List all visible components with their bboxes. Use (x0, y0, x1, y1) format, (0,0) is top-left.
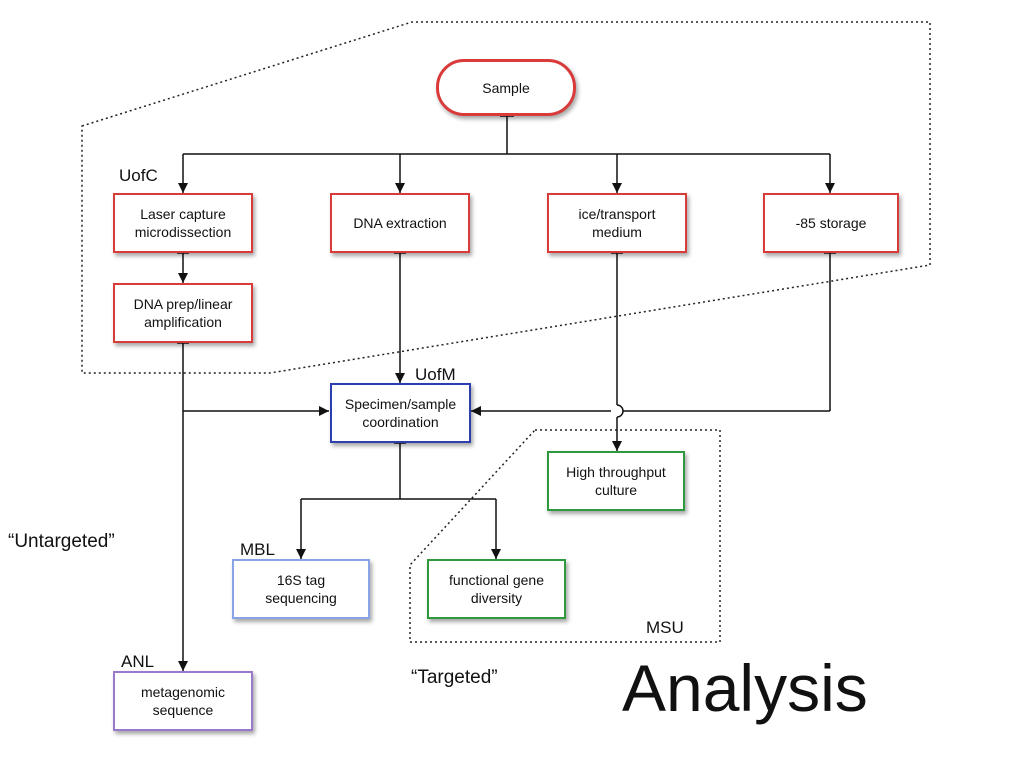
node-dna-extraction-label: DNA extraction (353, 215, 447, 231)
node-culture: High throughput culture (547, 451, 685, 511)
node-laser-capture-label: Laser capture microdissection (134, 206, 232, 240)
node-ice-transport: ice/transport medium (547, 193, 687, 253)
edge-ice-hop (616, 404, 624, 418)
label-msu: MSU (646, 618, 684, 637)
label-mbl: MBL (240, 540, 275, 559)
node-sample: Sample (436, 59, 576, 116)
node-dna-prep-label: DNA prep/linear amplification (133, 296, 233, 330)
node-functional-gene: functional gene diversity (427, 559, 566, 619)
node-metagenomic-label: metagenomic sequence (140, 684, 226, 718)
node-dna-prep: DNA prep/linear amplification (113, 283, 253, 343)
label-untargeted: “Untargeted” (8, 531, 115, 552)
node-metagenomic: metagenomic sequence (113, 671, 253, 731)
node-storage-label: -85 storage (795, 215, 867, 231)
node-16s-tag: 16S tag sequencing (232, 559, 370, 619)
msu-region-outline (409, 429, 721, 643)
node-ice-transport-label: ice/transport medium (578, 206, 656, 240)
node-coordination: Specimen/sample coordination (330, 383, 471, 443)
node-dna-extraction: DNA extraction (330, 193, 470, 253)
node-functional-gene-label: functional gene diversity (449, 572, 544, 606)
label-anl: ANL (121, 652, 155, 671)
node-culture-label: High throughput culture (566, 464, 666, 498)
node-laser-capture: Laser capture microdissection (113, 193, 253, 253)
label-uofc: UofC (119, 166, 158, 185)
node-sample-label: Sample (482, 79, 530, 96)
node-16s-tag-label: 16S tag sequencing (265, 572, 337, 606)
label-uofm: UofM (415, 365, 456, 384)
label-targeted: “Targeted” (411, 667, 498, 688)
node-storage: -85 storage (763, 193, 899, 253)
node-coordination-label: Specimen/sample coordination (344, 396, 457, 430)
label-analysis: Analysis (622, 651, 868, 725)
uofc-region-outline (81, 21, 931, 374)
